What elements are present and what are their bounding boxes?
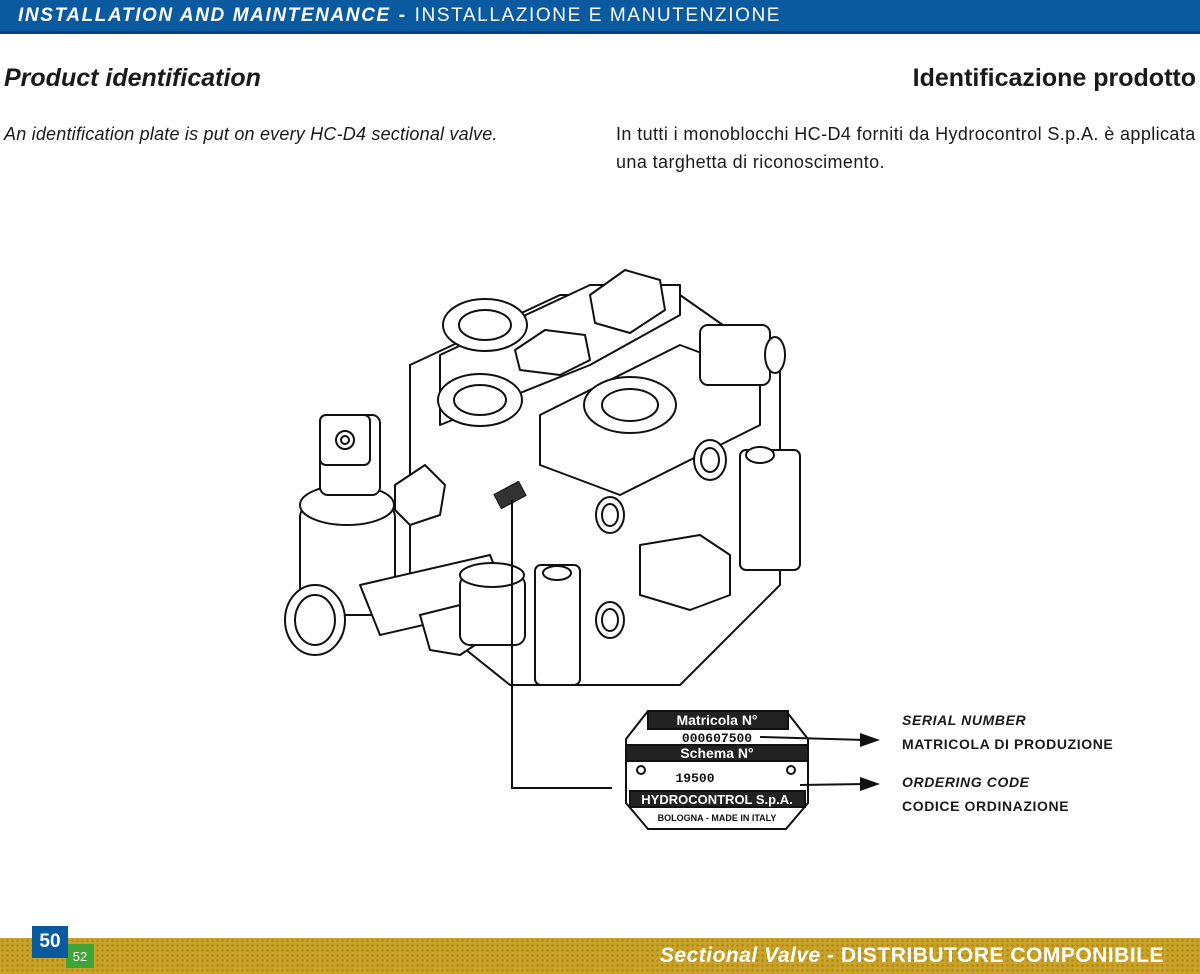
ordering-label-it: CODICE ORDINAZIONE bbox=[902, 798, 1070, 814]
footer-title-en: Sectional Valve bbox=[659, 944, 821, 967]
footer-title: Sectional Valve - DISTRIBUTORE COMPONIBI… bbox=[660, 944, 1164, 968]
plate-matricola-label: Matricola N° bbox=[676, 712, 757, 728]
footer-separator: - bbox=[827, 944, 835, 967]
plate-schema-value: 19500 bbox=[675, 771, 714, 786]
sectional-valve-figure: Matricola N° 000607500 Schema N° 19500 H… bbox=[284, 269, 880, 830]
plate-location: BOLOGNA - MADE IN ITALY bbox=[658, 813, 777, 823]
serial-label-it: MATRICOLA DI PRODUZIONE bbox=[902, 736, 1114, 752]
serial-label-en: SERIAL NUMBER bbox=[902, 712, 1027, 728]
section-title-it: Identificazione prodotto bbox=[912, 64, 1196, 92]
header-title-it: INSTALLAZIONE E MANUTENZIONE bbox=[414, 4, 782, 26]
sectional-valve-drawing bbox=[284, 269, 801, 686]
plate-schema-label: Schema N° bbox=[680, 745, 753, 761]
section-title-en: Product identification bbox=[4, 64, 261, 92]
page-number: 50 bbox=[32, 926, 68, 958]
identification-plate: Matricola N° 000607500 Schema N° 19500 H… bbox=[625, 710, 809, 830]
valve-identification-plate bbox=[493, 480, 527, 510]
arrow-right-icon bbox=[759, 733, 880, 791]
header-title-en: INSTALLATION AND MAINTENANCE bbox=[18, 4, 391, 26]
ordering-label-en: ORDERING CODE bbox=[902, 774, 1030, 790]
page-footer bbox=[0, 938, 1200, 974]
page-sub-number: 52 bbox=[66, 944, 94, 968]
plate-matricola-value: 000607500 bbox=[682, 731, 752, 746]
page-header: INSTALLATION AND MAINTENANCE - INSTALLAZ… bbox=[0, 0, 1200, 34]
leader-line bbox=[511, 500, 612, 789]
header-separator: - bbox=[398, 4, 407, 26]
footer-title-it: DISTRIBUTORE COMPONIBILE bbox=[840, 944, 1164, 967]
plate-company: HYDROCONTROL S.p.A. bbox=[641, 792, 792, 807]
section-text-it: In tutti i monoblocchi HC-D4 forniti da … bbox=[616, 124, 1196, 172]
section-text-en: An identification plate is put on every … bbox=[4, 124, 498, 144]
